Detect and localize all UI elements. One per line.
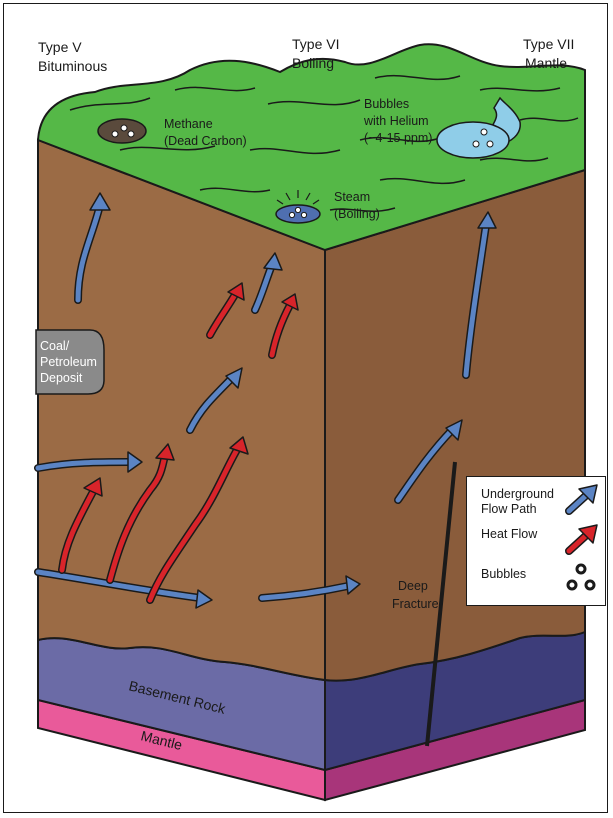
bubbles-line3: (~4-15 ppm) — [364, 131, 432, 145]
type6-line2: Boiling — [292, 55, 334, 71]
legend-icons — [467, 477, 607, 607]
methane-line1: Methane — [164, 117, 213, 131]
mantle-pool — [437, 122, 509, 158]
red-arrow-icon — [569, 525, 597, 551]
type5-line2: Bituminous — [38, 58, 107, 74]
steam-line2: (Boiling) — [334, 207, 380, 221]
type5-line1: Type V — [38, 39, 82, 55]
fracture-line1: Deep — [398, 579, 428, 593]
methane-pool — [98, 119, 146, 143]
type7-line1: Type VII — [523, 36, 574, 52]
type7-line2: Mantle — [525, 55, 567, 71]
bubbles-line2: with Helium — [363, 114, 429, 128]
steam-line1: Steam — [334, 190, 370, 204]
legend: Underground Flow Path Heat Flow Bubbles — [466, 476, 606, 606]
coal-line2: Petroleum — [40, 355, 97, 369]
coal-line1: Coal/ — [40, 339, 70, 353]
coal-line3: Deposit — [40, 371, 83, 385]
fracture-line2: Fracture — [392, 597, 439, 611]
bubbles-icon — [568, 565, 594, 589]
bubbles-line1: Bubbles — [364, 97, 409, 111]
type6-line1: Type VI — [292, 36, 339, 52]
methane-line2: (Dead Carbon) — [164, 134, 247, 148]
blue-arrow-icon — [569, 485, 597, 511]
